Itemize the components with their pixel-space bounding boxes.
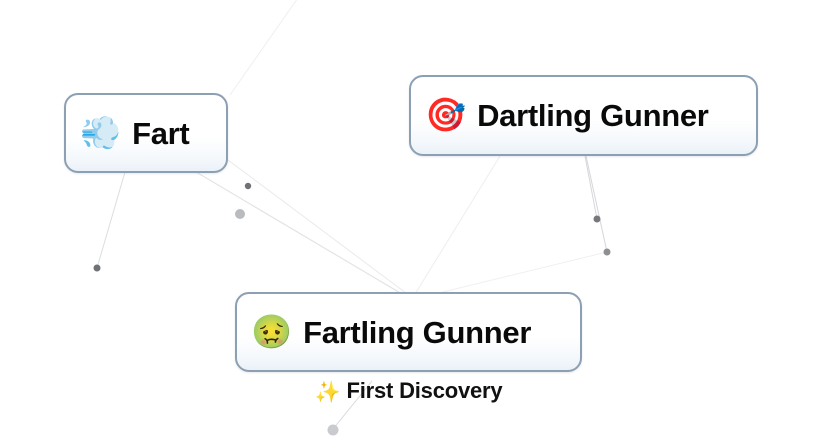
sparkles-icon: ✨ — [314, 380, 341, 404]
fart-to-fartling-c — [227, 159, 415, 300]
first-discovery-label: First Discovery — [346, 378, 503, 403]
endpoint-dot-left — [93, 264, 101, 272]
endpoint-dot-mid-lower — [235, 209, 245, 219]
endpoint-dot-right-upper — [593, 215, 601, 223]
fart-to-lower-left-dot — [96, 171, 126, 269]
craft-node-fart[interactable]: 💨 Fart — [64, 93, 228, 173]
dashing-away-icon: 💨 — [80, 113, 122, 151]
dartling-to-dot-upper — [584, 155, 598, 220]
craft-node-fartling-gunner[interactable]: 🤢 Fartling Gunner — [235, 292, 582, 372]
craft-node-dartling-gunner[interactable]: 🎯 Dartling Gunner — [409, 75, 758, 156]
endpoint-dot-bottom — [327, 424, 339, 436]
fart-to-fartling-a — [195, 171, 413, 301]
craft-node-label: Fart — [132, 115, 190, 151]
dartling-to-fartling — [411, 155, 501, 300]
dartling-to-dot-lower — [585, 155, 608, 253]
fart-top-to-offscreen — [229, 0, 298, 96]
endpoint-dot-mid-upper — [244, 182, 252, 190]
craft-node-label: Dartling Gunner — [477, 98, 709, 133]
endpoint-dot-right-lower — [603, 248, 611, 256]
nauseated-face-icon: 🤢 — [251, 312, 293, 350]
fart-to-fartling-b — [197, 172, 415, 302]
direct-hit-target-icon: 🎯 — [425, 96, 467, 133]
craft-node-label: Fartling Gunner — [303, 314, 532, 350]
first-discovery-badge: ✨ First Discovery — [235, 378, 582, 404]
